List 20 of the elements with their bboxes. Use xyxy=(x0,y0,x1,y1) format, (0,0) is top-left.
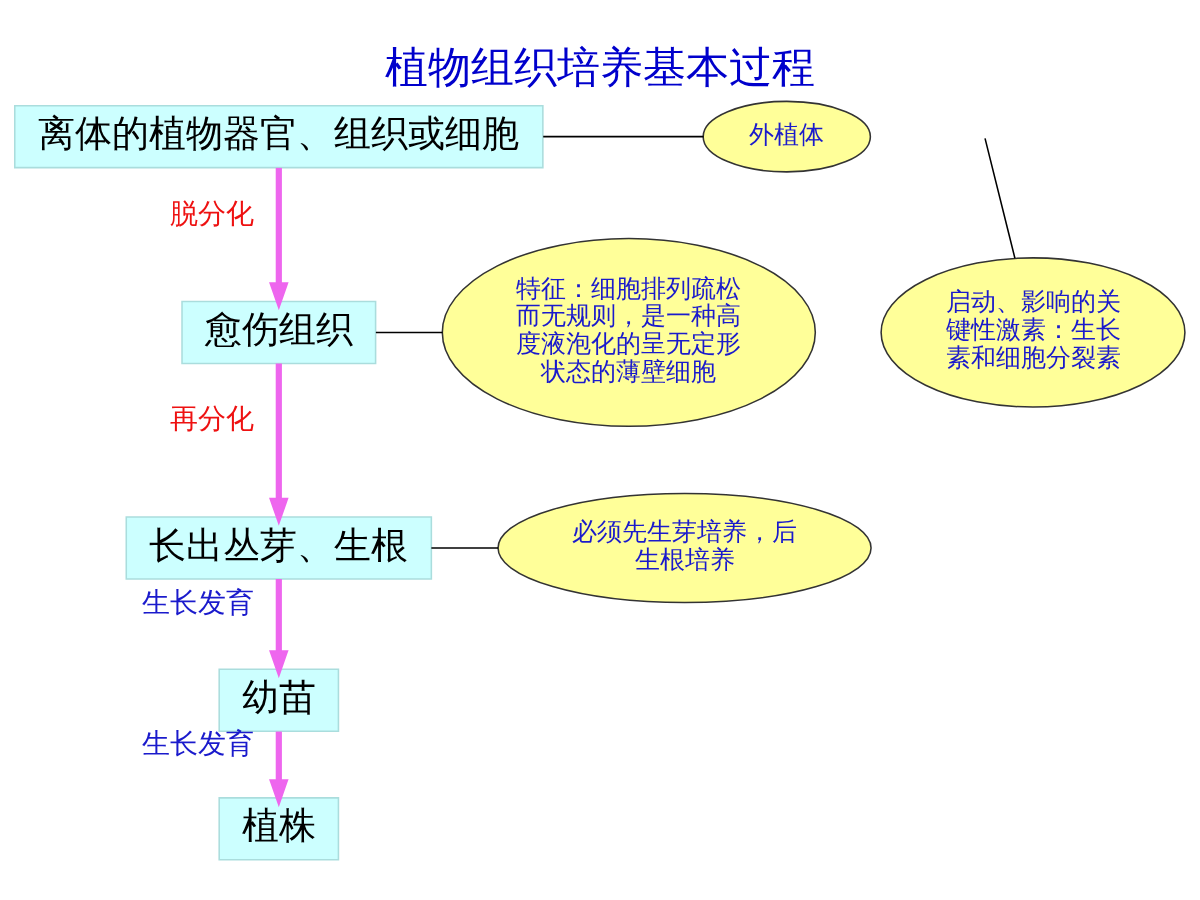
connector xyxy=(542,135,705,137)
node-ellipse: 启动、影响的关键性激素：生长素和细胞分裂素 xyxy=(880,256,1186,408)
connector xyxy=(430,546,499,549)
node-box: 植株 xyxy=(218,796,340,861)
connector xyxy=(375,331,444,333)
arrow xyxy=(269,363,289,526)
connector xyxy=(984,137,1016,259)
node-ellipse: 外植体 xyxy=(702,100,872,173)
arrow xyxy=(269,578,289,678)
diagram-title: 植物组织培养基本过程 xyxy=(384,41,815,92)
arrow xyxy=(269,731,289,807)
arrow xyxy=(269,167,289,310)
node-box: 离体的植物器官、组织或细胞 xyxy=(14,104,544,168)
node-ellipse: 必须先生芽培养，后生根培养 xyxy=(497,492,872,603)
node-ellipse: 特征：细胞排列疏松而无规则，是一种高度液泡化的呈无定形状态的薄壁细胞 xyxy=(441,237,817,427)
edge-label: 生长发育 xyxy=(141,585,254,619)
node-box: 长出丛芽、生根 xyxy=(125,515,433,580)
node-box: 愈伤组织 xyxy=(181,300,377,364)
edge-label: 再分化 xyxy=(169,401,254,435)
edge-label: 脱分化 xyxy=(169,196,254,230)
